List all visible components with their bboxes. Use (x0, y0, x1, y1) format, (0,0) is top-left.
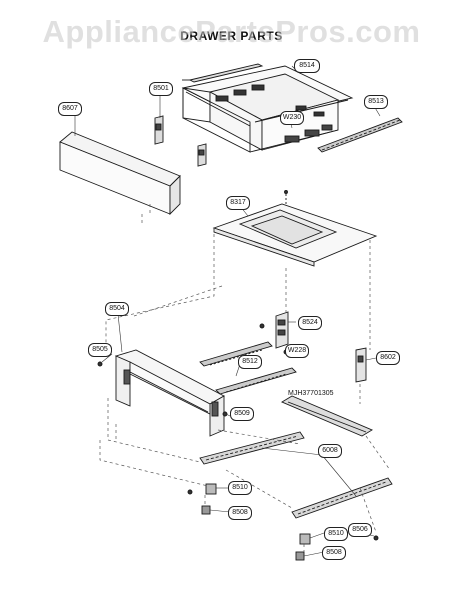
lower-rail-part (199, 431, 393, 519)
callout-8504: 8504 (105, 302, 129, 316)
callout-8510-lower: 8510 (324, 527, 348, 541)
callout-8514: 8514 (294, 59, 320, 73)
assembly-guide-lines (99, 204, 391, 552)
callout-8317: 8317 (226, 196, 250, 210)
slide-rail-part (199, 341, 297, 395)
callout-8509: 8509 (230, 407, 254, 421)
drawer-frame-part (114, 349, 225, 437)
diagram-title: DRAWER PARTS (180, 29, 283, 43)
hinge-bracket-part (275, 311, 289, 349)
callout-8512: 8512 (238, 355, 262, 369)
callout-8602: 8602 (376, 351, 400, 365)
callout-8510-upper: 8510 (228, 481, 252, 495)
callout-6008: 6008 (318, 444, 342, 458)
callout-8505: 8505 (88, 343, 112, 357)
callout-8513: 8513 (364, 95, 388, 109)
callout-W228: W228 (285, 344, 309, 358)
front-bracket-part (154, 115, 207, 167)
model-code-label: MJH37701305 (288, 390, 334, 397)
callout-W230: W230 (280, 111, 304, 125)
callout-8607: 8607 (58, 102, 82, 116)
callout-8508-upper: 8508 (228, 506, 252, 520)
support-rail-part (281, 395, 373, 437)
drawer-box-part (181, 65, 354, 153)
side-bracket-part (355, 347, 367, 383)
drawer-top-panel-part (212, 190, 378, 267)
drawer-front-panel-part (59, 131, 181, 216)
drawer-side-rail-part (317, 117, 403, 153)
callout-8506: 8506 (348, 523, 372, 537)
callout-8524: 8524 (298, 316, 322, 330)
callout-8501: 8501 (149, 82, 173, 96)
callout-8508-lower: 8508 (322, 546, 346, 560)
drawer-top-rail-part (182, 63, 264, 83)
